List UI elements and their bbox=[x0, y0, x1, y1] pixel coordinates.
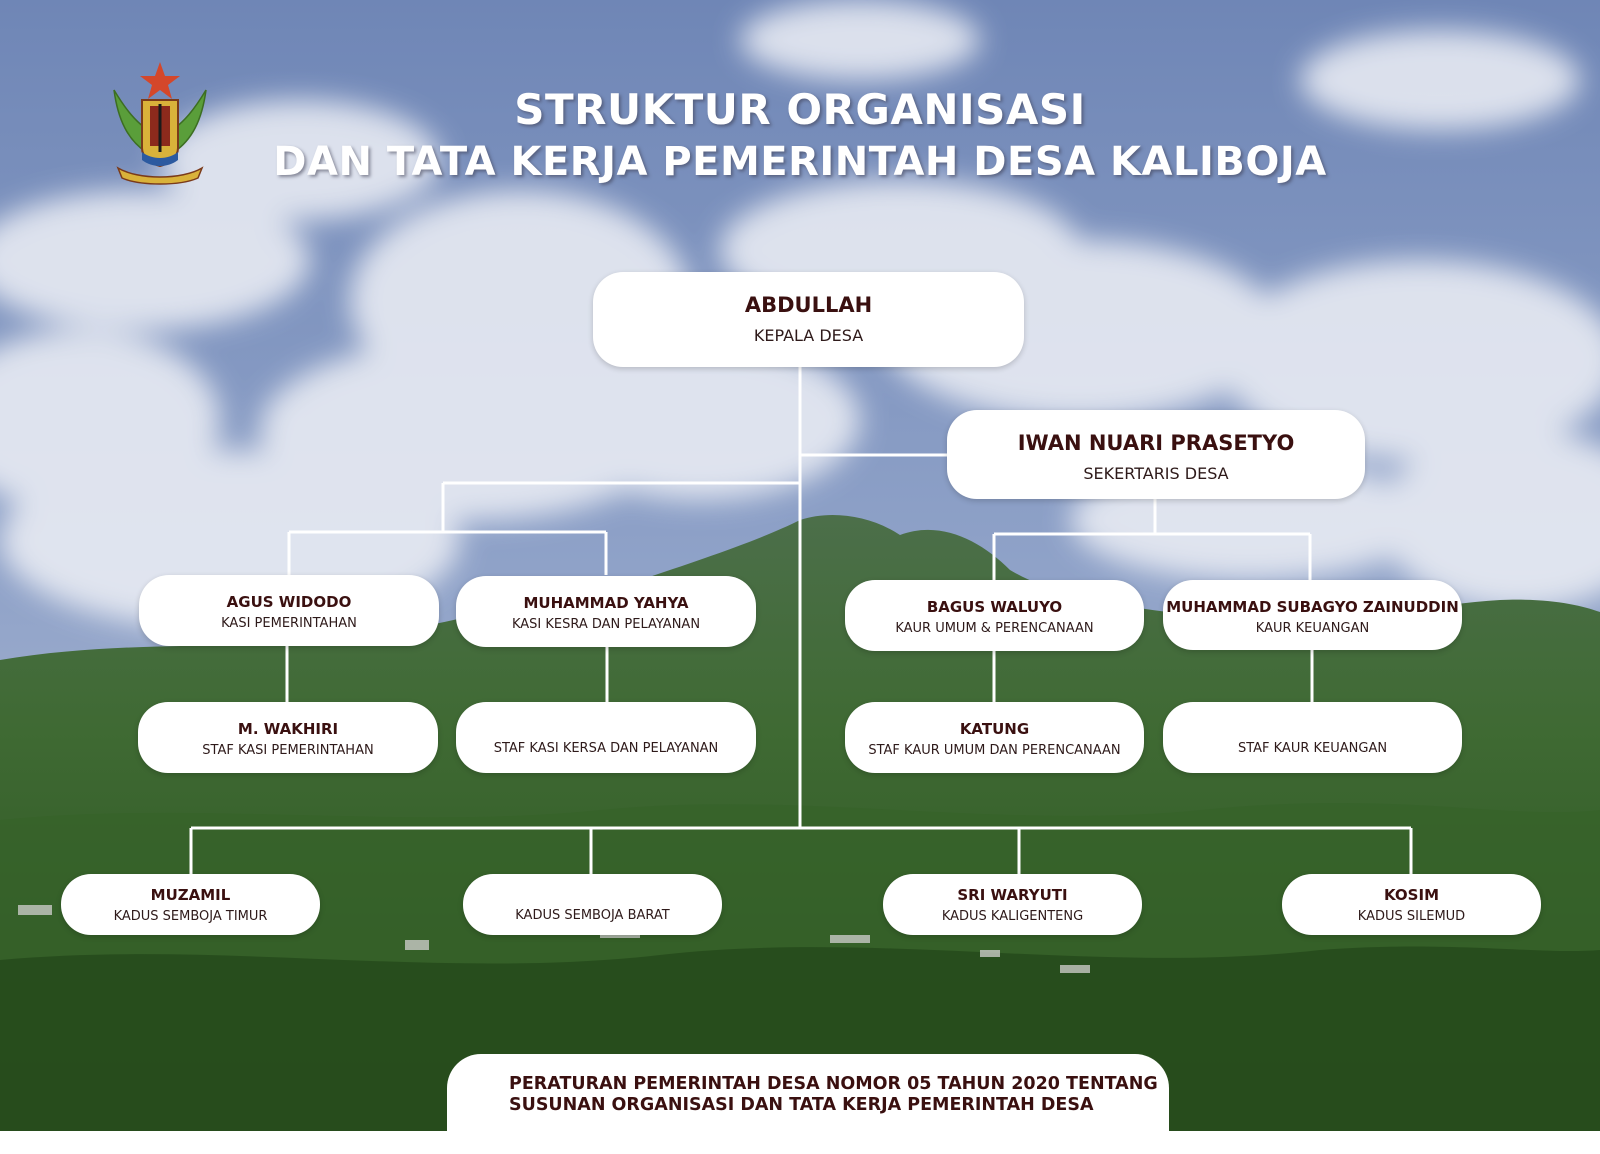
org-box-kadus-semboja-timur: MUZAMIL KADUS SEMBOJA TIMUR bbox=[61, 874, 320, 935]
org-box-kadus-silemud: KOSIM KADUS SILEMUD bbox=[1282, 874, 1541, 935]
org-box-kasi-kesra: MUHAMMAD YAHYA KASI KESRA DAN PELAYANAN bbox=[456, 576, 756, 647]
org-role: STAF KAUR UMUM DAN PERENCANAAN bbox=[868, 743, 1121, 758]
org-name: KOSIM bbox=[1383, 886, 1439, 904]
org-role: KAUR UMUM & PERENCANAAN bbox=[895, 621, 1094, 636]
org-box-kaur-umum: BAGUS WALUYO KAUR UMUM & PERENCANAAN bbox=[845, 580, 1144, 651]
org-name: IWAN NUARI PRASETYO bbox=[1017, 431, 1295, 455]
regional-emblem-icon bbox=[113, 62, 207, 185]
org-role: KADUS SEMBOJA TIMUR bbox=[113, 909, 268, 924]
page-title: STRUKTUR ORGANISASI DAN TATA KERJA PEMER… bbox=[200, 84, 1400, 188]
org-role: KADUS SILEMUD bbox=[1357, 909, 1466, 924]
org-box-kasi-pemerintahan: AGUS WIDODO KASI PEMERINTAHAN bbox=[139, 575, 439, 646]
regulation-footer: PERATURAN PEMERINTAH DESA NOMOR 05 TAHUN… bbox=[447, 1054, 1169, 1154]
org-name: ABDULLAH bbox=[744, 293, 873, 317]
org-role: KAUR KEUANGAN bbox=[1255, 621, 1370, 636]
org-role: STAF KASI PEMERINTAHAN bbox=[202, 743, 374, 758]
org-name: MUZAMIL bbox=[150, 886, 231, 904]
org-name: AGUS WIDODO bbox=[226, 593, 352, 611]
org-box-sekertaris-desa: IWAN NUARI PRASETYO SEKERTARIS DESA bbox=[947, 410, 1365, 499]
org-role: STAF KAUR KEUANGAN bbox=[1237, 741, 1388, 756]
org-role: KADUS SEMBOJA BARAT bbox=[515, 908, 670, 923]
org-name: SRI WARYUTI bbox=[957, 886, 1068, 904]
org-box-kadus-kaligenteng: SRI WARYUTI KADUS KALIGENTENG bbox=[883, 874, 1142, 935]
org-name: KATUNG bbox=[959, 720, 1030, 738]
org-box-staf-kaur-keuangan: STAF KAUR KEUANGAN bbox=[1163, 702, 1462, 773]
org-box-kadus-semboja-barat: KADUS SEMBOJA BARAT bbox=[463, 874, 722, 935]
org-box-kaur-keuangan: MUHAMMAD SUBAGYO ZAINUDDIN KAUR KEUANGAN bbox=[1163, 580, 1462, 650]
org-box-staf-kasi-pemerintahan: M. WAKHIRI STAF KASI PEMERINTAHAN bbox=[138, 702, 438, 773]
org-role: STAF KASI KERSA DAN PELAYANAN bbox=[493, 741, 719, 756]
org-role: SEKERTARIS DESA bbox=[1083, 464, 1229, 483]
org-name: M. WAKHIRI bbox=[237, 720, 339, 738]
title-line-2: DAN TATA KERJA PEMERINTAH DESA KALIBOJA bbox=[273, 139, 1327, 185]
org-role: KASI PEMERINTAHAN bbox=[221, 616, 357, 631]
regulation-line-2: SUSUNAN ORGANISASI DAN TATA KERJA PEMERI… bbox=[509, 1095, 1094, 1115]
org-role: KASI KESRA DAN PELAYANAN bbox=[511, 617, 701, 632]
title-line-1: STRUKTUR ORGANISASI bbox=[514, 85, 1086, 134]
org-box-staf-kasi-kesra: STAF KASI KERSA DAN PELAYANAN bbox=[456, 702, 756, 773]
org-role: KEPALA DESA bbox=[753, 326, 864, 345]
regulation-line-1: PERATURAN PEMERINTAH DESA NOMOR 05 TAHUN… bbox=[509, 1074, 1158, 1094]
org-name: MUHAMMAD YAHYA bbox=[523, 594, 689, 612]
org-role: KADUS KALIGENTENG bbox=[941, 909, 1084, 924]
org-name: BAGUS WALUYO bbox=[926, 598, 1063, 616]
org-box-kepala-desa: ABDULLAH KEPALA DESA bbox=[593, 272, 1024, 367]
org-name: MUHAMMAD SUBAGYO ZAINUDDIN bbox=[1166, 598, 1459, 616]
org-box-staf-kaur-umum: KATUNG STAF KAUR UMUM DAN PERENCANAAN bbox=[845, 702, 1144, 773]
